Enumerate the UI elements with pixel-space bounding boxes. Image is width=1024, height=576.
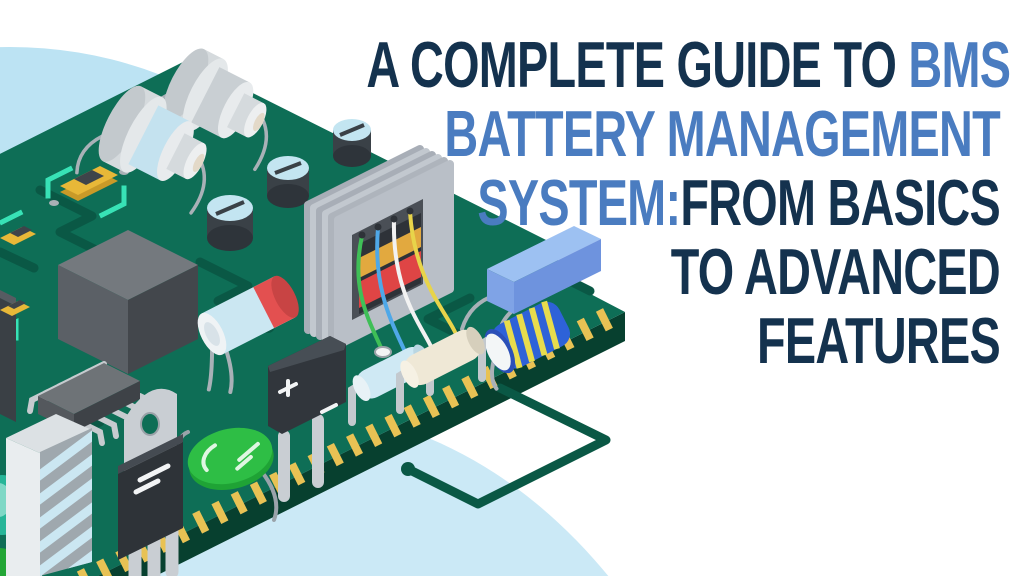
axial-capacitor-red [197,275,299,395]
title-segment: A COMPLETE GUIDE TO [366,28,909,101]
title-segment: SYSTEM: [477,166,681,239]
trimmer-capacitor-white-1 [75,85,207,215]
title-line: BATTERY MANAGEMENT [366,99,1000,168]
heatsink [6,414,92,576]
title-line: SYSTEM:FROM BASICS [366,168,1000,237]
title-line: TO ADVANCED [366,235,1001,308]
transformer-pin-dots [358,207,414,239]
title-line: FEATURES [366,304,1001,377]
jumper-resistor-beige [396,326,486,414]
polarity-marks [278,379,338,414]
smd-resistor-partial-2 [0,300,30,316]
title-segment: BMS [908,28,1011,101]
smd-resistor [49,166,129,206]
transformer-winding-yellow [359,227,421,278]
trimmer-potentiometer-black-1 [207,195,253,251]
ceramic-disc-capacitor-green [177,427,279,522]
title-segment: TO ADVANCED [670,235,1001,308]
to220-transistor [118,388,183,576]
capacitor-partial-dark [0,298,16,422]
film-capacitor-blue [460,226,601,345]
trimmer-capacitor-white-2 [139,48,269,172]
title-segment: BATTERY MANAGEMENT [444,97,1001,170]
trimmer-potentiometer-black-3 [333,119,371,167]
title-segment: FROM BASICS [680,166,1000,239]
title-segment: FEATURES [757,304,1001,377]
smd-resistor-partial-1 [0,226,36,245]
ic-cube-chip [58,230,198,374]
transformer-winding-red [359,251,421,308]
title-line: A COMPLETE GUIDE TO BMS [366,28,1011,101]
bridge-rectifier [268,336,346,502]
inductor-coil [484,300,571,391]
capacitor-partial-top [0,290,16,306]
to220-body [118,442,183,560]
trimmer-potentiometer-black-2 [267,156,309,208]
